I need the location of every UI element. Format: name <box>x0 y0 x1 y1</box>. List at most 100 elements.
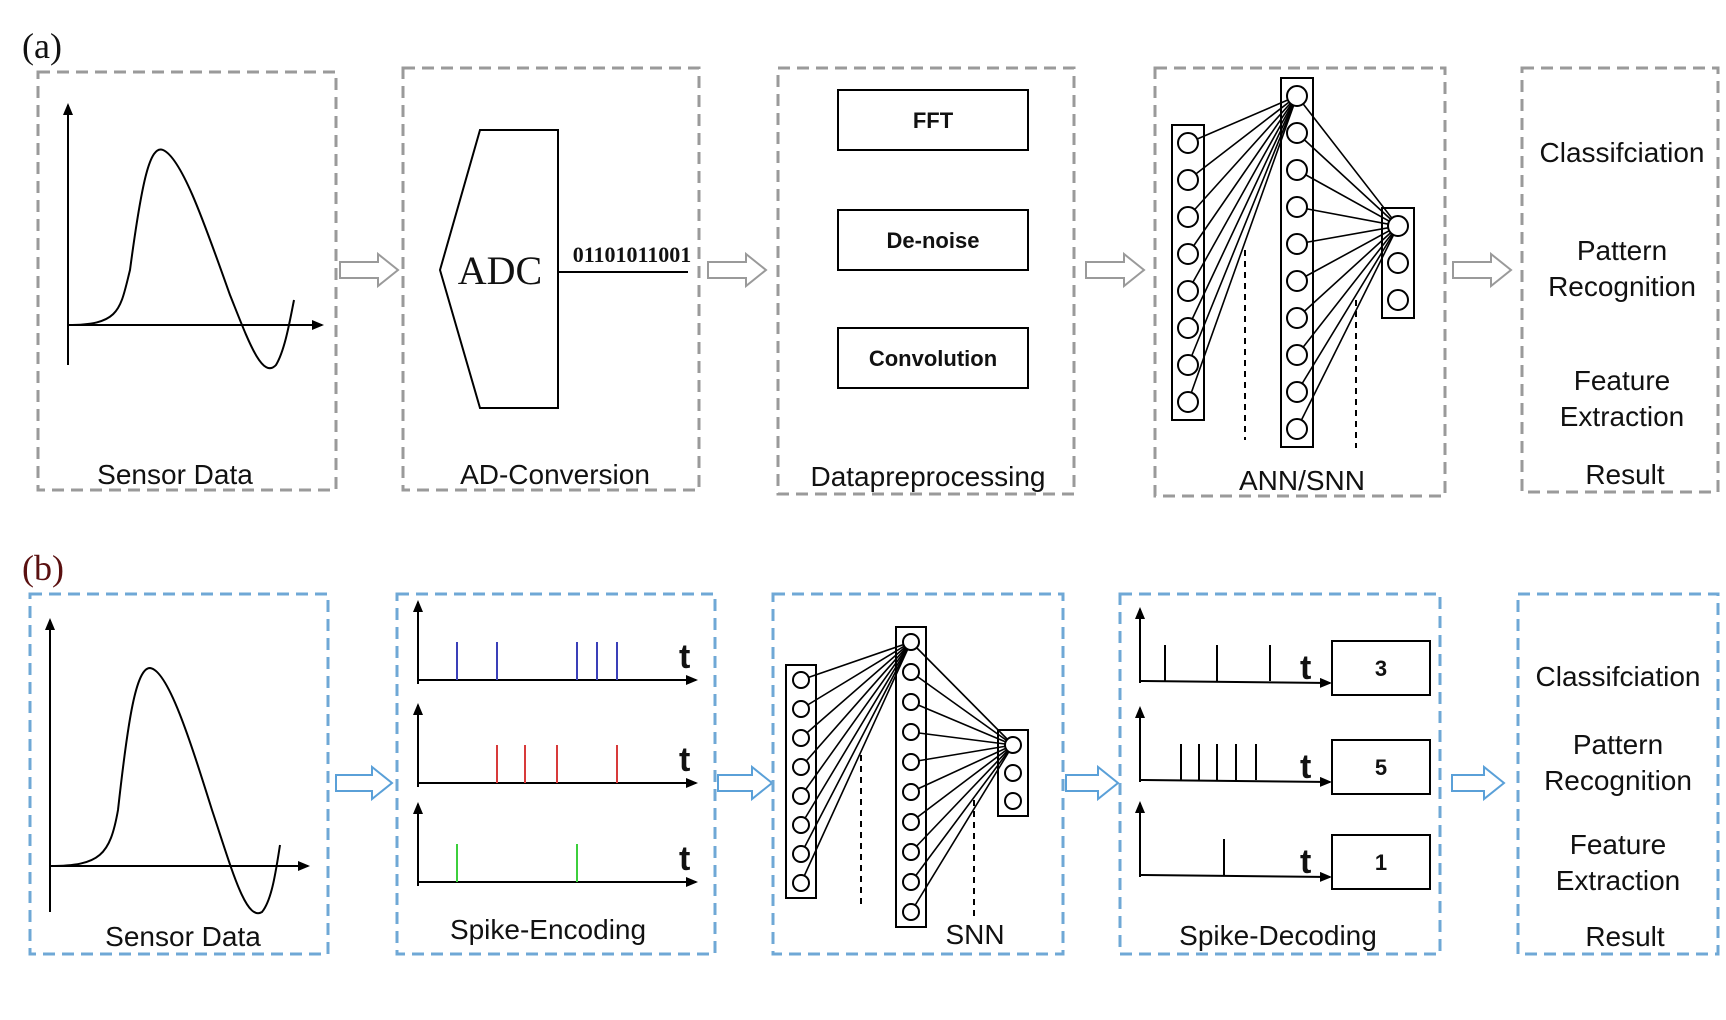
network-neuron <box>1177 280 1199 302</box>
network-neuron <box>792 729 810 747</box>
result-recognition-a: Recognition <box>1548 271 1696 302</box>
network-connection <box>1187 95 1298 218</box>
sensor-signal-curve-b <box>49 666 281 915</box>
network-neuron <box>1004 764 1022 782</box>
network-neuron <box>902 783 920 801</box>
panel-a-label: (a) <box>22 26 62 66</box>
network-connection <box>1296 225 1399 430</box>
result-pattern-a: Pattern <box>1577 235 1667 266</box>
network-neuron <box>1286 270 1308 292</box>
network-connection <box>800 641 912 768</box>
network-connection <box>910 744 1014 913</box>
decoded-count-box <box>1331 640 1431 696</box>
network-layer-frame <box>997 729 1029 817</box>
sensor-caption-a: Sensor Data <box>97 459 253 490</box>
network-caption-a: ANN/SNN <box>1239 465 1365 496</box>
result-caption-b: Result <box>1585 921 1665 952</box>
network-neuron <box>792 845 810 863</box>
network-connection <box>800 641 912 739</box>
result-pattern-b: Pattern <box>1573 729 1663 760</box>
network-connection <box>1296 225 1399 319</box>
network-layer-frame <box>1381 207 1415 319</box>
network-connection <box>910 701 1014 746</box>
flow-arrow-a1 <box>339 251 400 289</box>
decoded-count-box <box>1331 834 1431 890</box>
network-connection <box>1296 95 1399 227</box>
sensor-caption-b: Sensor Data <box>105 921 261 952</box>
network-connection <box>800 641 912 681</box>
flow-arrow-b2 <box>717 764 774 802</box>
network-neuron <box>902 873 920 891</box>
fft-label: FFT <box>913 108 954 133</box>
time-label: t <box>1300 843 1311 881</box>
network-neuron <box>1286 307 1308 329</box>
neural-network-b <box>785 626 1029 928</box>
decoded-count: 5 <box>1375 755 1387 780</box>
network-connection <box>910 641 1014 746</box>
network-connection <box>910 744 1014 763</box>
network-neuron <box>1387 252 1409 274</box>
network-connection <box>800 641 912 710</box>
network-neuron <box>902 633 920 651</box>
network-connection <box>1187 95 1298 181</box>
sensor-signal-curve-a <box>67 148 295 370</box>
convolution-box <box>837 327 1029 389</box>
network-box-a <box>1153 66 1447 498</box>
convolution-label: Convolution <box>869 346 997 371</box>
network-connection <box>910 744 1014 883</box>
spike-encoding-box <box>395 592 717 956</box>
network-connection <box>800 641 912 797</box>
network-neuron <box>1286 418 1308 440</box>
network-neuron <box>1177 317 1199 339</box>
network-connection <box>910 731 1014 746</box>
network-neuron <box>792 874 810 892</box>
sensor-data-box-a <box>36 70 338 492</box>
flow-arrow-a3 <box>1085 251 1146 289</box>
network-neuron <box>792 816 810 834</box>
time-label: t <box>679 638 690 676</box>
network-neuron <box>792 758 810 776</box>
sensor-data-box-b <box>28 592 330 956</box>
flow-arrow-a2 <box>707 251 768 289</box>
network-neuron <box>902 813 920 831</box>
network-neuron <box>1004 736 1022 754</box>
adc-caption: AD-Conversion <box>460 459 650 490</box>
network-layer-frame <box>1280 77 1314 448</box>
binary-output: 01101011001 <box>573 242 692 267</box>
decoded-count: 1 <box>1375 850 1387 875</box>
result-classification-b: Classifciation <box>1536 661 1701 692</box>
network-neuron <box>902 663 920 681</box>
spike-encoding-trains: t t t <box>413 600 698 887</box>
network-connection <box>1296 132 1399 227</box>
network-neuron <box>792 787 810 805</box>
flow-arrow-a4 <box>1452 251 1513 289</box>
decoded-count-box <box>1331 739 1431 795</box>
decoding-time-axis <box>1139 677 1332 688</box>
network-neuron <box>1177 206 1199 228</box>
result-classification-a: Classifciation <box>1540 137 1705 168</box>
spike-encoding-caption: Spike-Encoding <box>450 914 646 945</box>
adc-box <box>401 66 701 492</box>
adc-label: ADC <box>458 248 542 293</box>
adc-symbol <box>438 129 559 409</box>
fft-box <box>837 89 1029 151</box>
network-connection <box>800 641 912 855</box>
network-neuron <box>792 700 810 718</box>
network-connection <box>1296 225 1399 393</box>
result-recognition-b: Recognition <box>1544 765 1692 796</box>
network-connection <box>910 744 1014 823</box>
time-label: t <box>679 840 690 878</box>
network-connection <box>1296 169 1399 227</box>
network-connection <box>1296 225 1399 356</box>
network-neuron <box>1286 196 1308 218</box>
time-label: t <box>1300 649 1311 687</box>
network-neuron <box>1004 792 1022 810</box>
time-label: t <box>679 741 690 779</box>
network-neuron <box>1177 132 1199 154</box>
network-neuron <box>902 723 920 741</box>
network-connection <box>1187 95 1298 144</box>
decoded-count: 3 <box>1375 656 1387 681</box>
denoise-box <box>837 209 1029 271</box>
